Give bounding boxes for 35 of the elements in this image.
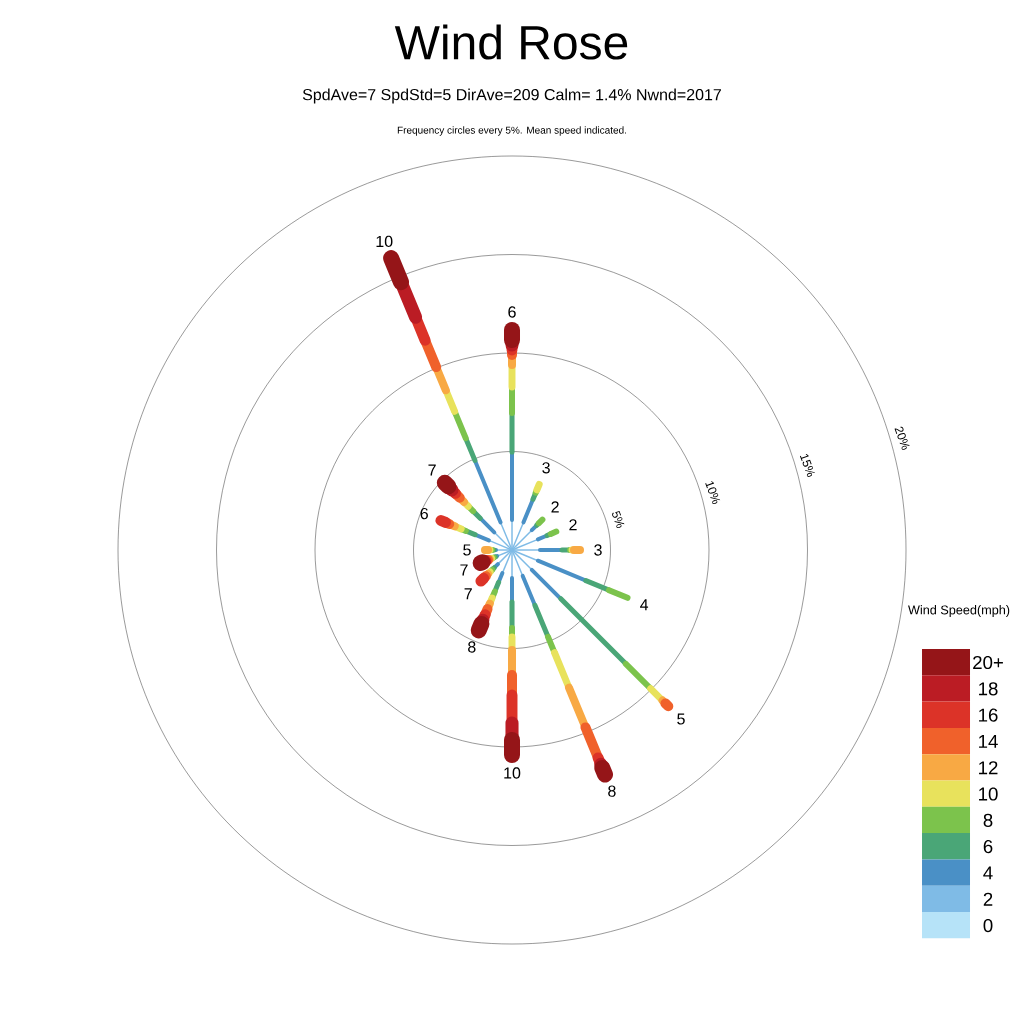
statistics-line: SpdAve=7 SpdStd=5 DirAve=209 Calm= 1.4% Nwnd=2017 [302, 88, 721, 104]
percent-label: 5% [612, 510, 625, 529]
speed-label: 7 [428, 464, 436, 476]
legend-label: 8 [983, 813, 993, 827]
legend-label: 2 [983, 892, 993, 906]
legend-label: 14 [979, 735, 998, 748]
speed-label: 3 [594, 544, 602, 556]
percent-label: 10% [705, 481, 721, 505]
speed-label: 8 [468, 641, 476, 653]
percent-label: 20% [894, 426, 910, 450]
legend-label: 12 [979, 761, 998, 775]
legend-label: 6 [983, 840, 993, 854]
speed-label: 7 [464, 588, 472, 600]
legend-label: 0 [983, 918, 993, 933]
speed-label: 6 [420, 507, 428, 520]
percent-label: 15% [799, 454, 815, 477]
legend-label: 4 [983, 866, 993, 880]
speed-label: 6 [508, 306, 516, 318]
speed-label: 5 [677, 713, 685, 725]
speed-label: 10 [504, 767, 521, 779]
note: Frequency circles every 5%. Mean speed indicated. [397, 126, 626, 136]
speed-label: 7 [460, 564, 468, 576]
speed-label: 3 [542, 462, 550, 474]
speed-label: 2 [569, 519, 577, 531]
legend-title: Wind Speed(mph) [908, 605, 1010, 617]
speed-label: 5 [463, 544, 471, 556]
legend-label: 20+ [973, 655, 1003, 670]
legend-label: 10 [979, 787, 998, 801]
speed-label: 8 [608, 785, 616, 797]
speed-label: 10 [376, 235, 393, 248]
legend-label: 16 [979, 708, 998, 722]
speed-label: 4 [640, 599, 649, 611]
speed-label: 2 [551, 501, 559, 513]
legend-label: 18 [979, 682, 998, 696]
title: Wind Rose [394, 24, 628, 60]
